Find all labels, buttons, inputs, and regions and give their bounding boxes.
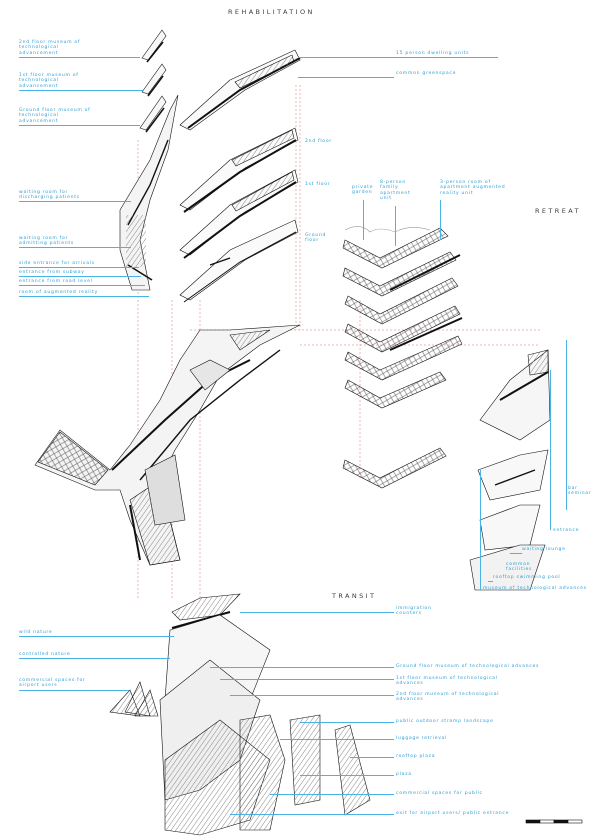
label-rooftop-plaza: rooftop plaza: [396, 754, 436, 759]
label-entrance-road: entrance from road level: [19, 279, 93, 284]
label-bar-seminar: bar seminar: [568, 486, 592, 497]
leader-rooftop-pool: [488, 581, 493, 582]
rehab-floor-plates: [179, 49, 301, 303]
label-floor-2nd: 2nd floor: [305, 139, 332, 144]
label-outdoor-landscape: public outdoor stramp landscape: [396, 719, 494, 724]
label-wild-nature: wild nature: [19, 630, 53, 635]
leader-floor1-museum-transit: [220, 679, 394, 680]
leader-waiting-arrival: [19, 247, 131, 248]
label-family-unit: 8-person family apartment unit: [380, 180, 411, 202]
label-waiting-discharge: waiting room for discharging patients: [19, 190, 80, 201]
label-floor-1st: 1st floor: [305, 182, 331, 187]
central-assembly: [34, 324, 301, 566]
label-entrance-subway: entrance from subway: [19, 270, 85, 275]
leader-dwelling-units: [298, 57, 498, 58]
label-room-augmented: room of augmented reality: [19, 290, 99, 295]
label-waiting-lounge: waiting lounge: [522, 547, 566, 552]
leader-waiting-lounge: [510, 553, 522, 554]
label-common-facilities: common facilities: [506, 562, 533, 573]
leader-commercial-airport: [19, 690, 129, 691]
label-floor2-museum-transit: 2nd floor museum of technological advanc…: [396, 692, 500, 703]
leader-common-green: [298, 77, 394, 78]
label-waiting-arrival: waiting room for admitting patients: [19, 236, 74, 247]
retreat-right: [469, 349, 551, 591]
label-controlled-nature: controlled nature: [19, 652, 71, 657]
leader-floor1-museum: [19, 90, 143, 91]
leader-entrance-subway: [19, 276, 141, 277]
label-private-garden: private garden: [352, 185, 374, 196]
label-floor2-museum: 2nd floor museum of technological advanc…: [19, 40, 81, 56]
label-immigration: immigration counters: [396, 606, 432, 617]
label-side-entrance: side entrance for arrivals: [19, 261, 95, 266]
title-rehabilitation: REHABILITATION: [228, 8, 315, 16]
leader-room-aug-unit: [440, 200, 441, 240]
rehab-small-plates: [139, 29, 167, 133]
leader-controlled-nature: [19, 658, 170, 659]
leader-wild-nature: [19, 636, 174, 637]
label-floor1-museum: 1st floor museum of technological advanc…: [19, 73, 79, 89]
label-ground-museum-transit: Ground floor museum of technological adv…: [396, 664, 540, 669]
label-rooftop-pool: rooftop swimming pool: [493, 575, 561, 580]
label-dwelling-units: 15 person dwelling units: [396, 51, 470, 56]
scale-bar: [525, 819, 583, 824]
leader-commercial-public: [270, 794, 394, 795]
label-room-aug-unit: 3-person room of apartment augmented rea…: [440, 180, 506, 196]
label-luggage: luggage retrieval: [396, 736, 448, 741]
label-floor-ground: Ground floor: [305, 233, 327, 244]
leader-waiting-discharge: [19, 201, 131, 202]
rehab-tower: [119, 94, 179, 291]
label-exit-airport: exit for airport users/ public entrance: [396, 811, 510, 816]
leader-floor2-museum-transit: [230, 695, 394, 696]
label-entrance-retreat: entrance: [553, 528, 580, 533]
transit-assembly: [109, 593, 371, 836]
leader-floor2-museum: [19, 57, 140, 58]
leader-side-entrance: [19, 267, 139, 268]
leader-immigration: [240, 612, 394, 613]
label-plaza: plaza: [396, 772, 412, 777]
leader-entrance-road: [19, 285, 145, 286]
leader-bar-seminar: [566, 340, 567, 510]
title-retreat: RETREAT: [535, 207, 581, 215]
title-transit: TRANSIT: [332, 592, 377, 600]
leader-private-garden: [363, 200, 364, 240]
label-museum-retreat: museum of technological advances: [483, 586, 587, 591]
leader-outdoor-landscape: [300, 722, 394, 723]
label-floor1-museum-transit: 1st floor museum of technological advanc…: [396, 676, 498, 687]
leader-museum-retreat: [480, 470, 481, 590]
label-ground-museum: Ground floor museum of technological adv…: [19, 108, 91, 124]
label-common-green: common greenspace: [396, 71, 457, 76]
leader-entrance-retreat: [550, 370, 551, 530]
leader-rooftop-plaza: [350, 757, 394, 758]
label-commercial-public: commercial spaces for public: [396, 791, 483, 796]
label-commercial-airport: commercial spaces for airport users: [19, 678, 86, 689]
leader-ground-museum-transit: [210, 667, 394, 668]
leader-family-unit: [395, 206, 396, 246]
leader-luggage: [280, 739, 394, 740]
retreat-units: [342, 226, 463, 489]
leader-plaza: [300, 775, 394, 776]
leader-ground-museum: [19, 125, 140, 126]
leader-room-augmented: [19, 296, 149, 297]
leader-exit-airport: [230, 814, 394, 815]
